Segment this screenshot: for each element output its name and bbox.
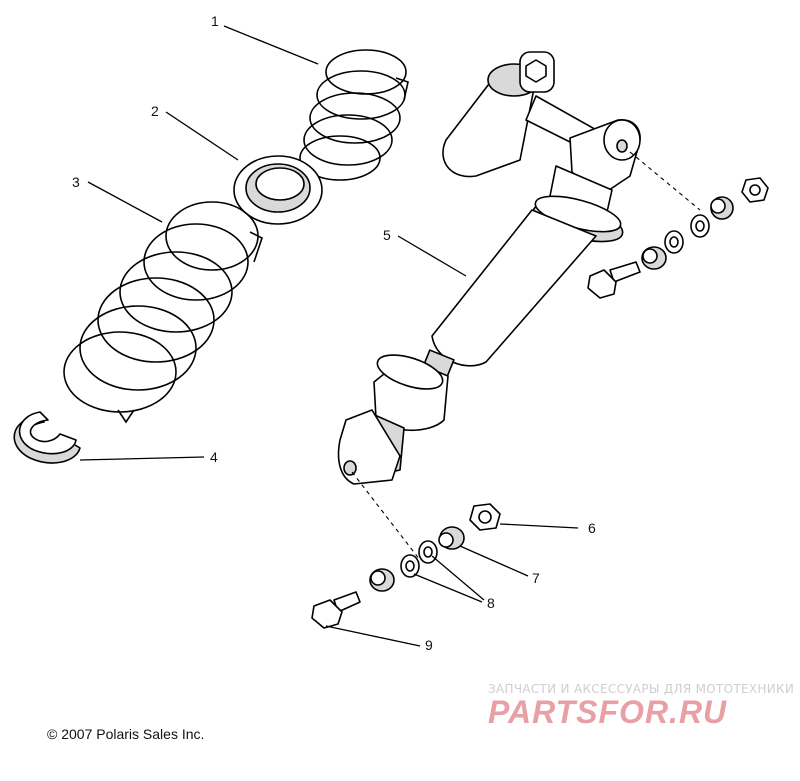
callout-2: 2 — [151, 103, 159, 119]
callout-3: 3 — [72, 174, 80, 190]
leader-lines — [79, 25, 579, 647]
part-spring-adapter — [233, 155, 323, 225]
part-spring-retainer — [13, 411, 81, 464]
callout-6: 6 — [588, 520, 596, 536]
upper-mounting-hardware — [587, 151, 769, 299]
part-lower-spring — [63, 201, 263, 424]
watermark-logo: PARTSFOR.RU — [488, 694, 727, 729]
callout-5: 5 — [383, 227, 391, 243]
watermark-tagline: ЗАПЧАСТИ И АКСЕССУАРЫ ДЛЯ МОТОТЕХНИКИ — [488, 682, 795, 696]
lower-mounting-hardware — [311, 471, 501, 629]
part-upper-spring — [299, 49, 409, 181]
watermark-brand: PARTSFOR.RU — [488, 694, 727, 729]
callout-9: 9 — [425, 637, 433, 653]
callout-4: 4 — [210, 449, 218, 465]
callout-labels: 1 2 3 4 5 6 7 8 9 — [72, 13, 596, 653]
callout-1: 1 — [211, 13, 219, 29]
callout-7: 7 — [532, 570, 540, 586]
callout-8: 8 — [487, 595, 495, 611]
copyright-text: © 2007 Polaris Sales Inc. — [47, 726, 205, 742]
part-shock-absorber — [337, 51, 641, 485]
